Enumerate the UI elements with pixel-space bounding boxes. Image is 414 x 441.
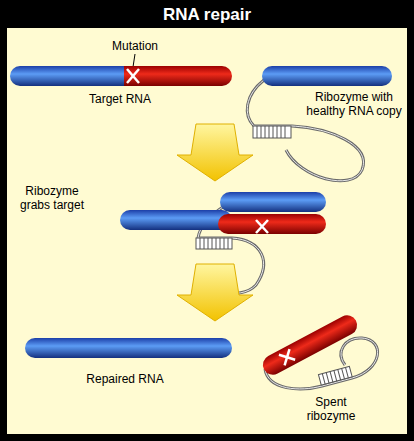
healthy-rna-copy <box>220 192 326 212</box>
rna-segment-healthy <box>10 66 136 86</box>
repaired-rna <box>25 338 232 358</box>
text-label: Mutation <box>100 39 170 53</box>
ribozyme-comb <box>318 366 352 385</box>
mutation-mark <box>256 220 268 233</box>
rna-segment-mutant <box>124 66 140 86</box>
leader-line <box>133 54 135 67</box>
healthy-rna-copy <box>262 66 392 86</box>
text-label: Repaired RNA <box>70 372 180 386</box>
process-arrow <box>177 264 253 321</box>
rna-segment-healthy <box>120 210 232 230</box>
text-label: Target RNA <box>70 92 170 106</box>
rna-segment-mutant <box>218 214 326 234</box>
mutation-mark <box>127 69 139 83</box>
process-arrow <box>177 124 253 181</box>
panel-background <box>7 28 407 434</box>
diagram-title: RNA repair <box>0 5 414 25</box>
text-label: Ribozyme grabs target <box>14 184 90 212</box>
spent-mutant-segment <box>259 312 360 378</box>
text-label: Ribozyme with healthy RNA copy <box>302 90 406 118</box>
rna-segment-mutant <box>124 66 232 86</box>
ribozyme-comb <box>253 126 291 138</box>
text-label: Spent ribozyme <box>298 395 364 423</box>
ribozyme-comb <box>196 238 232 249</box>
